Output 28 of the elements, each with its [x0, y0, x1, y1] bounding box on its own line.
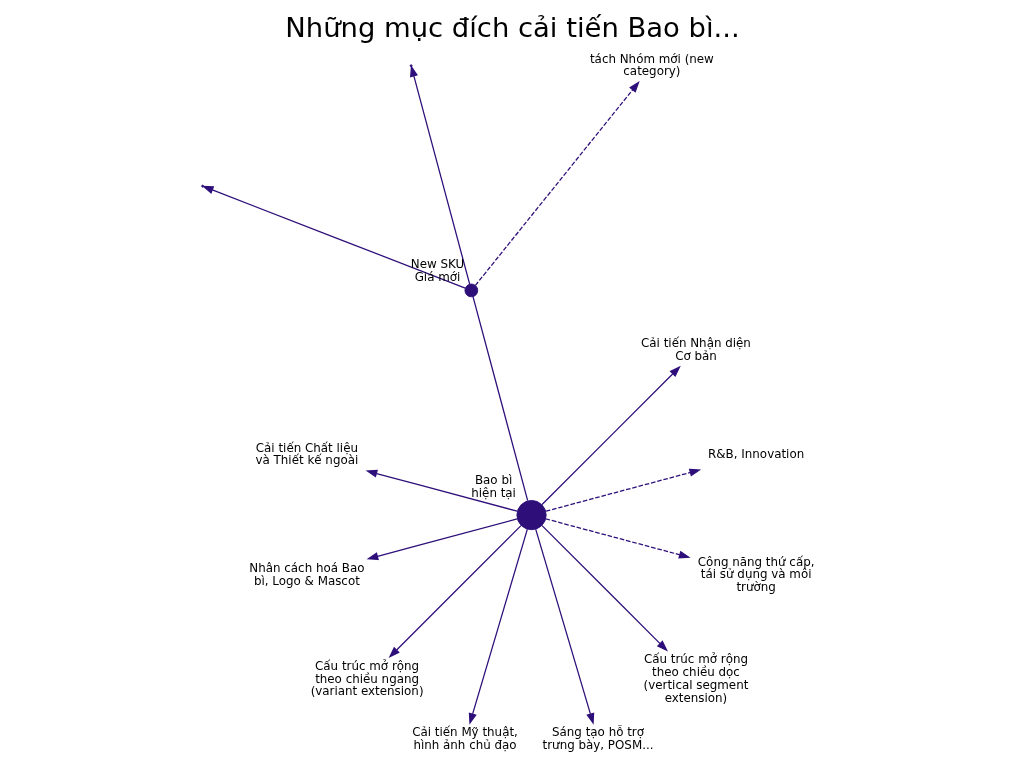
arrow [544, 468, 701, 512]
arrow [388, 524, 522, 658]
arrow [474, 81, 640, 286]
node-label: New SKU Giá mới [410, 256, 464, 284]
node-text: Nhân cách hoá Bao bì, Logo & Mascot [248, 560, 364, 588]
arrow [540, 365, 681, 506]
node-text: Cải tiến Chất liệu và Thiết kế ngoài [255, 440, 358, 468]
arrow [201, 185, 466, 289]
node-text: Cải tiến Mỹ thuật, hình ảnh chủ đạo [411, 725, 518, 753]
arrow [468, 528, 528, 725]
connector [471, 295, 528, 502]
arrow [544, 518, 691, 559]
arrow [409, 65, 470, 285]
node-circle [464, 283, 478, 298]
node-text: Sáng tạo hỗ trợ trưng bày, POSM... [542, 725, 653, 753]
node-text: Cải tiến Nhận diện Cơ bản [640, 336, 751, 364]
arrow [365, 469, 518, 512]
node-label: Bao bì hiện tại [470, 473, 516, 501]
node-text: R&B, Innovation [707, 446, 804, 461]
arrow [540, 524, 668, 652]
node-text: Cấu trúc mở rộng theo chiều dọc (vertical segment extension) [643, 652, 748, 705]
node-text: Công năng thứ cấp, tái sử dụng và môi trường [697, 554, 814, 595]
node-text: tách Nhóm mới (new category) [589, 51, 714, 79]
node-text: Cấu trúc mở rộng theo chiều ngang (variant extension) [310, 658, 424, 699]
diagram-title: Những mục đích cải tiến Bao bì... [284, 12, 740, 44]
arrow [534, 528, 594, 725]
node-circle [515, 499, 547, 531]
arrow [366, 518, 518, 561]
